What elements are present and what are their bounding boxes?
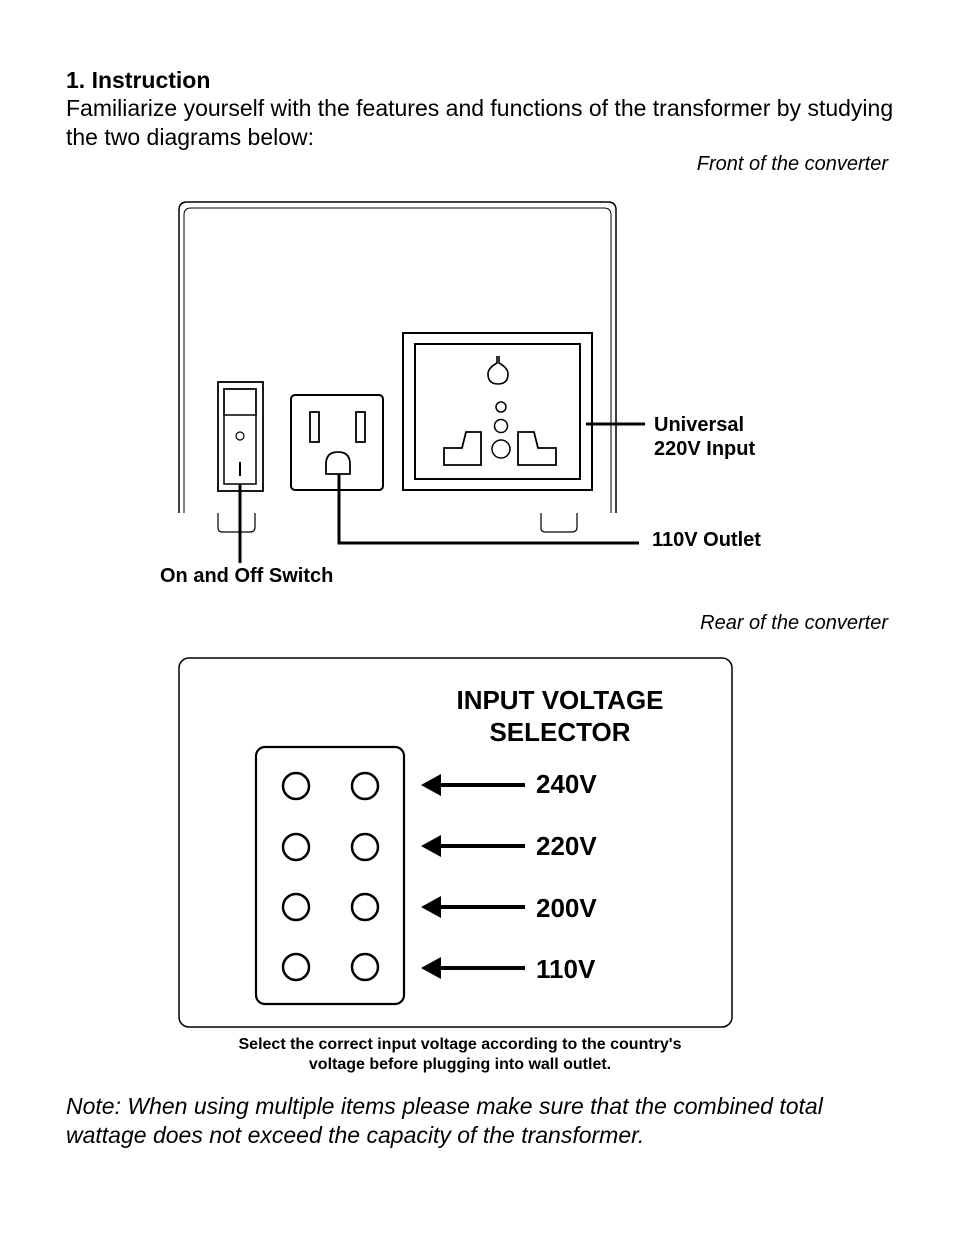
front-converter-diagram	[178, 201, 645, 563]
switch-label: On and Off Switch	[160, 565, 334, 587]
selector-block	[254, 745, 406, 1006]
universal-input-socket	[402, 332, 593, 491]
foot-left	[217, 513, 256, 533]
selector-holes	[281, 771, 380, 982]
selector-instruction: Select the correct input voltage accordi…	[238, 1036, 682, 1073]
rear-diagram-caption: Rear of the converter	[700, 612, 888, 634]
section-heading: 1. Instruction	[66, 67, 211, 93]
voltage-label-240: 240V	[536, 769, 597, 799]
voltage-arrows	[421, 774, 525, 979]
wattage-note: Note: When using multiple items please m…	[66, 1093, 823, 1148]
rear-panel	[178, 657, 733, 1028]
outlet-label: 110V Outlet	[652, 529, 761, 551]
converter-body-inner	[183, 207, 612, 513]
rear-converter-diagram	[178, 657, 733, 1028]
foot-right	[540, 513, 578, 533]
outlet-leader	[337, 474, 639, 545]
universal-input-label: Universal 220V Input	[654, 414, 756, 460]
front-diagram-caption: Front of the converter	[696, 153, 888, 175]
voltage-label-220: 220V	[536, 831, 597, 861]
voltage-label-200: 200V	[536, 893, 597, 923]
selector-title: INPUT VOLTAGE SELECTOR	[456, 685, 664, 747]
voltage-label-110: 110V	[536, 954, 596, 984]
intro-paragraph: Familiarize yourself with the features a…	[66, 95, 894, 150]
outlet-110v	[290, 394, 384, 491]
converter-body	[178, 201, 617, 513]
